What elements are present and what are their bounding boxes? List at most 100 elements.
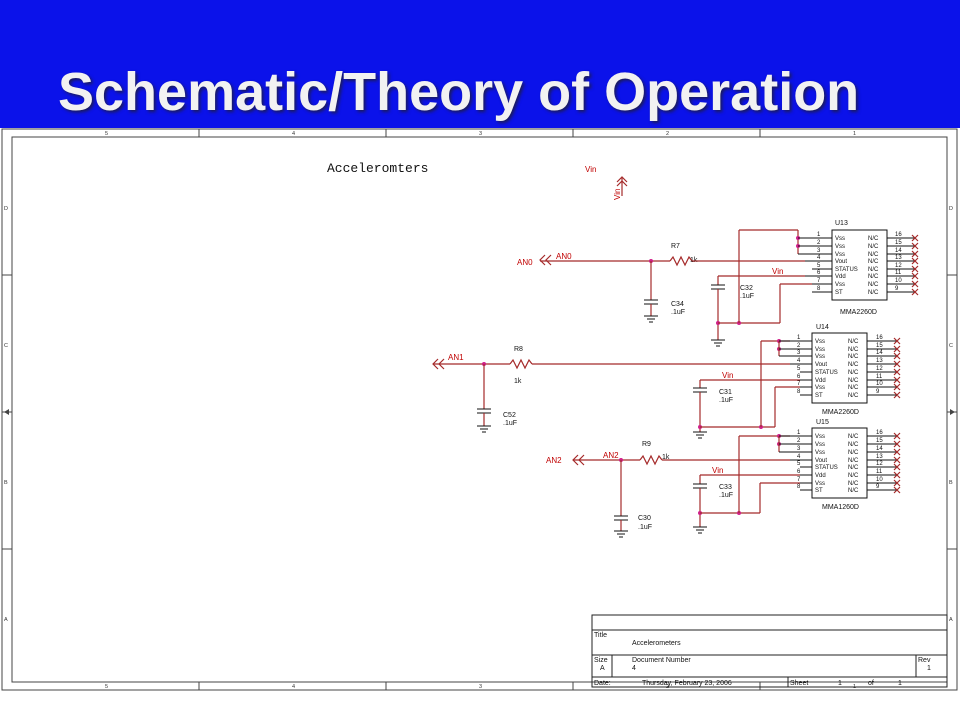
pin-num: 8	[817, 286, 821, 292]
row-label: C	[4, 343, 8, 349]
pin-name: Vss	[835, 244, 845, 250]
pin-name: N/C	[848, 354, 859, 360]
row-label: A	[4, 617, 8, 623]
title-block: Title Accelerometers Size A Document Num…	[591, 614, 948, 688]
pin-num: 3	[817, 248, 821, 254]
pin-name: Vout	[815, 362, 827, 368]
pin-name: ST	[835, 290, 843, 296]
pin-num: 1	[797, 430, 801, 436]
size-value: A	[600, 665, 605, 672]
pin-num: 6	[797, 374, 801, 380]
resistor-ref: R8	[514, 346, 523, 353]
vin-net: Vin	[772, 267, 783, 276]
zone-dividers	[2, 129, 957, 690]
pin-num: 2	[797, 343, 801, 349]
row-label: B	[949, 480, 953, 486]
row-label: C	[949, 343, 953, 349]
chip-u13	[831, 229, 888, 301]
sheet-label: Sheet	[790, 680, 808, 687]
pin-name: N/C	[868, 244, 879, 250]
pin-num: 15	[876, 343, 883, 349]
pin-name: N/C	[848, 473, 859, 479]
cap-value: .1uF	[638, 524, 652, 531]
pin-num: 13	[876, 454, 883, 460]
port-label-an2: AN2	[546, 456, 562, 465]
port-label-an0: AN0	[517, 258, 533, 267]
chip-u15	[811, 427, 868, 499]
col-label: 2	[666, 131, 669, 137]
pin-num: 13	[895, 255, 902, 261]
pin-name: N/C	[848, 378, 859, 384]
pin-num: 16	[895, 232, 902, 238]
col-label: 4	[292, 131, 295, 137]
pin-num: 5	[797, 461, 801, 467]
pin-num: 16	[876, 430, 883, 436]
pin-name: N/C	[848, 393, 859, 399]
pin-name: N/C	[848, 465, 859, 471]
cap-ref: C30	[638, 515, 651, 522]
pin-num: 7	[797, 381, 801, 387]
pin-name: Vss	[815, 481, 825, 487]
pin-num: 11	[876, 469, 883, 475]
pin-num: 9	[876, 484, 880, 490]
rev-label: Rev	[918, 657, 931, 664]
pin-num: 16	[876, 335, 883, 341]
pin-num: 4	[817, 255, 821, 261]
cap-ref: C32	[740, 285, 753, 292]
docnum-value: 4	[632, 665, 636, 672]
pin-name: N/C	[868, 267, 879, 273]
col-label: 5	[105, 684, 108, 690]
cap-ref: C34	[671, 301, 684, 308]
pin-num: 13	[876, 358, 883, 364]
resistor-r9	[639, 454, 663, 466]
pin-num: 11	[876, 374, 883, 380]
cap-value: .1uF	[740, 293, 754, 300]
chip-part: MMA2260D	[822, 409, 859, 416]
pin-num: 4	[797, 358, 801, 364]
pin-num: 10	[876, 477, 883, 483]
pin-name: STATUS	[815, 465, 838, 471]
pin-name: N/C	[848, 370, 859, 376]
slide-header	[0, 0, 960, 128]
cap-value: .1uF	[719, 397, 733, 404]
accelerometer-u14-circuit: AN1 R8 1k C52 .1uF Vin C31 .1uF	[432, 324, 901, 439]
pin-num: 2	[817, 240, 821, 246]
col-label: 1	[853, 131, 856, 137]
resistor-value: 1k	[514, 378, 522, 385]
row-label: D	[4, 206, 8, 212]
resistor-ref: R9	[642, 441, 651, 448]
title-label: Title	[594, 632, 607, 639]
pin-name: Vss	[835, 252, 845, 258]
pin-name: N/C	[848, 450, 859, 456]
pin-num: 4	[797, 454, 801, 460]
resistor-ref: R7	[671, 243, 680, 250]
pin-num: 3	[797, 446, 801, 452]
date-value: Thursday, February 23, 2006	[642, 680, 732, 687]
sheet-value: 1	[838, 680, 842, 687]
sheet-border-outer	[1, 128, 958, 691]
cap-value: .1uF	[719, 492, 733, 499]
pin-name: N/C	[848, 488, 859, 494]
pin-num: 14	[876, 446, 883, 452]
schematic-diagram: 5 4 3 2 1 5 4 3 2 1 D C B A D C B A Acce…	[1, 128, 958, 691]
pin-num: 6	[817, 270, 821, 276]
sheet-border-inner	[11, 136, 948, 683]
port-label-an1: AN1	[448, 353, 464, 362]
vin-net: Vin	[722, 371, 733, 380]
cap-ref: C33	[719, 484, 732, 491]
col-label: 3	[479, 684, 482, 690]
pin-num: 1	[817, 232, 821, 238]
pin-num: 11	[895, 270, 902, 276]
col-label: 5	[105, 131, 108, 137]
row-label: B	[4, 480, 8, 486]
pin-name: Vss	[815, 385, 825, 391]
pin-name: N/C	[848, 481, 859, 487]
pin-name: Vss	[815, 434, 825, 440]
title-value: Accelerometers	[632, 640, 681, 647]
pin-name: Vss	[815, 442, 825, 448]
pin-name: Vss	[835, 236, 845, 242]
pin-name: Vout	[815, 458, 827, 464]
accelerometer-u15-circuit: AN2 AN2 R9 1k C30 .1uF Vin C33 .1uF	[546, 419, 901, 538]
pin-name: N/C	[868, 259, 879, 265]
pin-num: 12	[876, 461, 883, 467]
